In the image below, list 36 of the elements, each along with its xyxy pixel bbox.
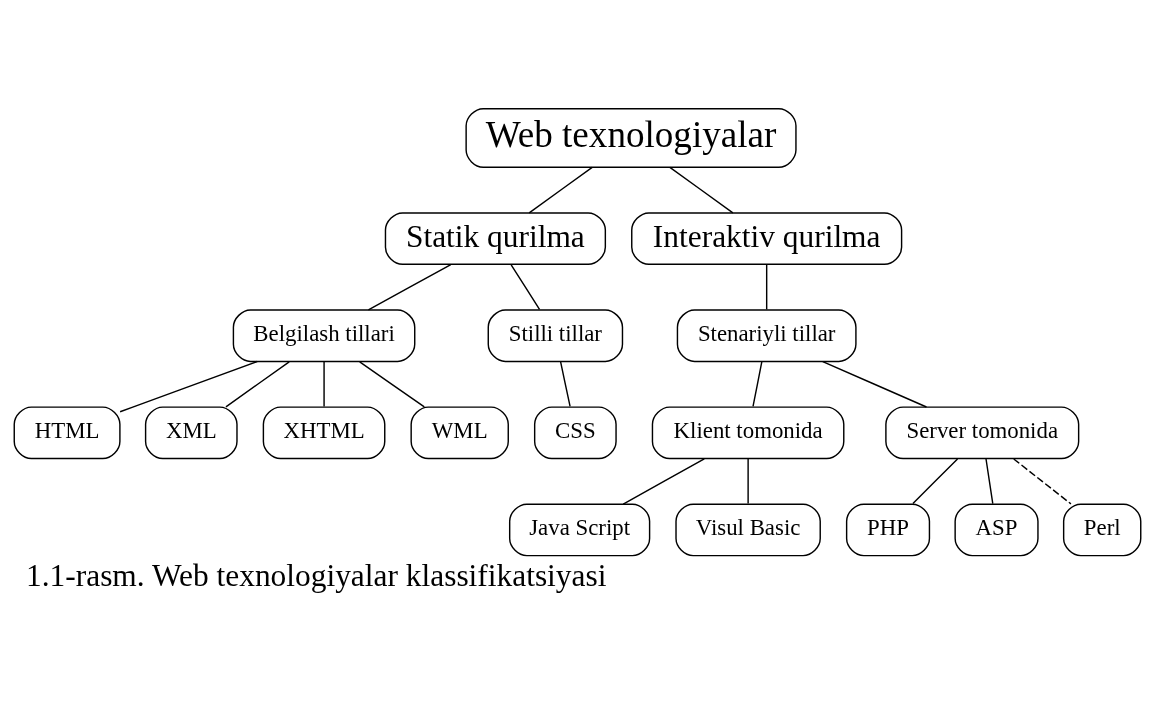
node-box: Java Script (508, 503, 651, 557)
node-box: Interaktiv qurilma (631, 212, 903, 266)
caption: 1.1-rasm. Web texnologiyalar klassifikatsiyasi (26, 558, 607, 594)
connector (669, 166, 734, 214)
node-box: Server tomonida (885, 406, 1080, 460)
connector (367, 263, 452, 311)
connector (225, 361, 290, 408)
node-box: HTML (13, 406, 121, 460)
node-box: PHP (845, 503, 931, 557)
connector (528, 166, 593, 214)
node-box: ASP (954, 503, 1039, 557)
node-box: Web texnologiyalar (465, 108, 797, 168)
node-box: Statik qurilma (384, 212, 607, 266)
connector (765, 264, 768, 311)
connector (359, 361, 426, 408)
connector (1013, 458, 1072, 505)
connector (985, 458, 994, 505)
node-box: XHTML (262, 406, 386, 460)
node-box: Visul Basic (675, 503, 821, 557)
connector (622, 458, 705, 505)
connector (323, 361, 325, 408)
node-box: Stilli tillar (487, 309, 624, 363)
connector (822, 360, 928, 408)
connector (510, 264, 541, 311)
connector (559, 361, 571, 408)
connector (752, 361, 763, 408)
connector (912, 458, 959, 505)
node-box: XML (144, 406, 238, 460)
node-box: Stenariyli tillar (676, 309, 857, 363)
connector (119, 360, 258, 413)
node-box: Klient tomonida (651, 406, 845, 460)
node-box: CSS (533, 406, 617, 460)
connector (747, 458, 749, 505)
node-box: WML (410, 406, 509, 460)
node-box: Perl (1062, 503, 1142, 557)
node-box: Belgilash tillari (232, 309, 416, 363)
